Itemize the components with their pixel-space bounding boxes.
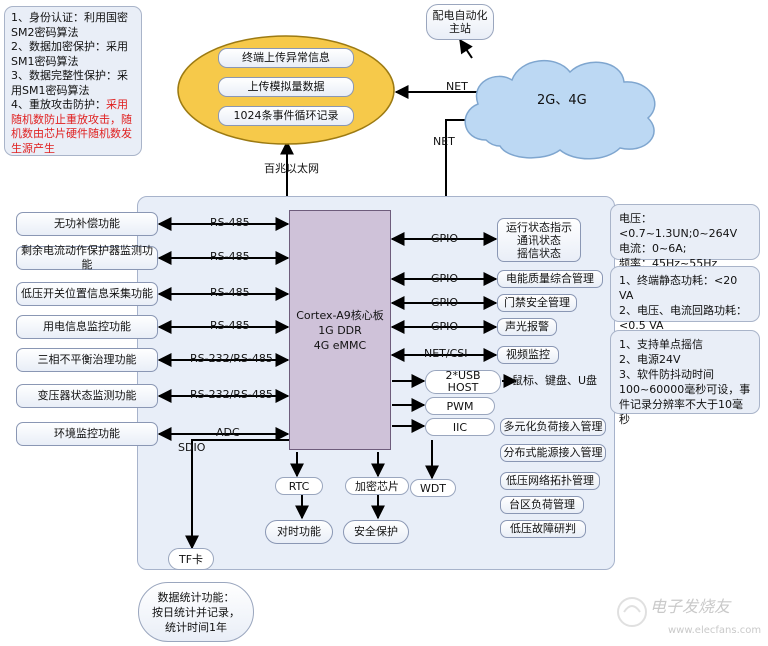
- gpio-label-4: GPIO: [431, 320, 459, 333]
- rtc-box: RTC: [275, 477, 323, 495]
- link-label-7: ADC: [216, 426, 240, 439]
- net-label-cloud: NET: [433, 135, 455, 148]
- input-note: 1、支持单点摇信 2、电源24V 3、软件防抖动时间100~60000毫秒可设，…: [610, 330, 760, 426]
- cpu-line-3: 4G eMMC: [313, 338, 367, 352]
- input-line-3: 3、软件防抖动时间100~60000毫秒可设，事件记录分辨率不大于10毫秒: [619, 368, 751, 426]
- security-note-line-3: 3、数据完整性保护：采用SM1密码算法: [11, 69, 128, 97]
- right-list-2: 分布式能源接入管理: [500, 444, 606, 462]
- right-list-4: 台区负荷管理: [500, 496, 584, 514]
- stats-bubble: 数据统计功能： 按日统计并记录， 统计时间1年: [138, 582, 254, 642]
- watermark-url: www.elecfans.com: [668, 625, 762, 636]
- usb-host: 2*USB HOST: [425, 370, 501, 394]
- alarm-box: 声光报警: [497, 318, 557, 336]
- master-station: 配电自动化主站: [426, 4, 494, 40]
- link-label-5: RS-232/RS-485: [190, 352, 273, 365]
- link-label-1: RS-485: [210, 216, 250, 229]
- usb-devices-label: 鼠标、键盘、U盘: [512, 374, 598, 387]
- gpio-label-3: GPIO: [431, 296, 459, 309]
- pwm-box: PWM: [425, 397, 495, 415]
- stats-line-3: 统计时间1年: [165, 620, 227, 634]
- gpio-label-2: GPIO: [431, 272, 459, 285]
- cpu-core-board: Cortex-A9核心板 1G DDR 4G eMMC: [289, 210, 391, 450]
- master-station-label: 配电自动化主站: [432, 9, 488, 35]
- right-list-5: 低压故障研判: [500, 520, 586, 538]
- func-power-monitoring: 用电信息监控功能: [16, 315, 158, 339]
- ellipse-item-2: 上传模拟量数据: [218, 77, 354, 97]
- ellipse-item-3: 1024条事件循环记录: [218, 106, 354, 126]
- right-list-1: 多元化负荷接入管理: [500, 418, 606, 436]
- power-note: 1、终端静态功耗：<20 VA 2、电压、电流回路功耗：<0.5 VA: [610, 266, 760, 332]
- security-note-line-4: 4、重放攻击防护：采用随机数防止重放攻击，随机数由芯片硬件随机数发生源产生: [11, 98, 135, 156]
- cpu-line-2: 1G DDR: [318, 323, 362, 337]
- security-note-line-4-detail: 采用随机数防止重放攻击，随机数由芯片硬件随机数发生源产生: [11, 98, 132, 155]
- power-line-1: 1、终端静态功耗：<20 VA: [619, 274, 738, 302]
- ethernet-label: 百兆以太网: [264, 162, 319, 175]
- input-line-2: 2、电源24V: [619, 353, 681, 366]
- power-quality-box: 电能质量综合管理: [497, 270, 603, 288]
- link-label-6: RS-232/RS-485: [190, 388, 273, 401]
- iic-box: IIC: [425, 418, 495, 436]
- tf-card: TF卡: [168, 548, 214, 570]
- access-control-box: 门禁安全管理: [497, 294, 577, 312]
- watermark-text: 电子发烧友: [650, 597, 731, 616]
- ellipse-item-1: 终端上传异常信息: [218, 48, 354, 68]
- func-environment: 环境监控功能: [16, 422, 158, 446]
- right-list-3: 低压网络拓扑管理: [500, 472, 600, 490]
- spec-line-1: 电压：<0.7~1.3UN;0~264V: [619, 212, 738, 240]
- crypto-chip-box: 加密芯片: [345, 477, 409, 495]
- sdio-label: SDIO: [178, 441, 206, 454]
- video-monitor-box: 视频监控: [497, 346, 559, 364]
- power-line-2: 2、电压、电流回路功耗：<0.5 VA: [619, 304, 747, 332]
- security-protection-box: 安全保护: [343, 520, 409, 544]
- watermark-logo: [617, 597, 647, 627]
- func-residual-current: 剩余电流动作保护器监测功能: [16, 244, 158, 271]
- security-note: 1、身份认证：利用国密SM2密码算法 2、数据加密保护：采用SM1密码算法 3、…: [4, 6, 142, 156]
- cloud-shape: [464, 59, 656, 160]
- status-indicator-box: 运行状态指示 通讯状态 摇信状态: [497, 218, 581, 262]
- cloud-label: 2G、4G: [537, 93, 587, 108]
- link-label-4: RS-485: [210, 319, 250, 332]
- spec-note: 电压：<0.7~1.3UN;0~264V 电流：0~6A; 频率：45Hz~55…: [610, 204, 760, 270]
- gpio-label-1: GPIO: [431, 232, 459, 245]
- security-note-line-4-label: 4、重放攻击防护：: [11, 98, 106, 111]
- timing-function-box: 对时功能: [265, 520, 333, 544]
- spec-line-2: 电流：0~6A;: [619, 242, 687, 255]
- func-transformer: 变压器状态监测功能: [16, 384, 158, 408]
- link-label-2: RS-485: [210, 250, 250, 263]
- func-switch-position: 低压开关位置信息采集功能: [16, 282, 158, 306]
- wdt-box: WDT: [410, 479, 456, 497]
- link-label-3: RS-485: [210, 286, 250, 299]
- net-label-top: NET: [446, 80, 468, 93]
- cpu-line-1: Cortex-A9核心板: [296, 308, 384, 322]
- stats-line-2: 按日统计并记录，: [152, 605, 240, 619]
- security-note-line-1: 1、身份认证：利用国密SM2密码算法: [11, 11, 128, 39]
- security-note-line-2: 2、数据加密保护：采用SM1密码算法: [11, 40, 128, 68]
- func-three-phase: 三相不平衡治理功能: [16, 348, 158, 372]
- input-line-1: 1、支持单点摇信: [619, 338, 703, 351]
- netcsi-label: NET/CSI: [424, 347, 468, 360]
- stats-line-1: 数据统计功能：: [157, 590, 235, 604]
- func-reactive-compensation: 无功补偿功能: [16, 212, 158, 236]
